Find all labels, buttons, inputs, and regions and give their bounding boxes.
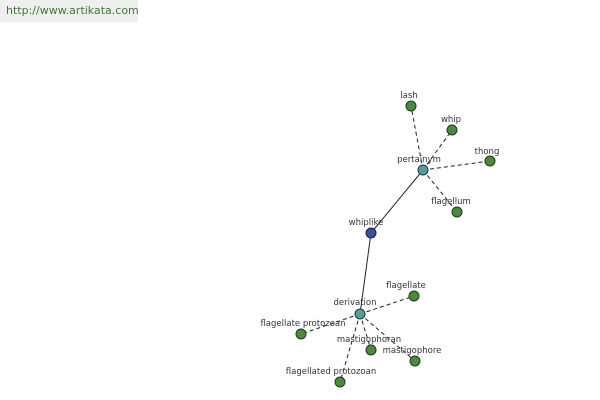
label-flagellated-protozoan: flagellated protozoan: [286, 367, 376, 377]
node-whiplike[interactable]: [365, 227, 377, 239]
label-whiplike: whiplike: [349, 218, 384, 228]
label-mastigophoran: mastigophoran: [337, 335, 401, 345]
site-link[interactable]: http://www.artikata.com: [6, 4, 139, 17]
nodes: [295, 100, 496, 388]
edge-derivation-mastigophore: [359, 313, 416, 362]
edge-pertainym-flagellum: [422, 169, 458, 213]
node-lash[interactable]: [405, 100, 417, 112]
label-flagellate-protozoan: flagellate protozoan: [260, 319, 345, 329]
edges: [300, 105, 491, 383]
label-lash: lash: [400, 91, 417, 101]
node-mastigophore[interactable]: [409, 355, 421, 367]
edge-derivation-flagellate-protozoan: [300, 313, 361, 335]
edge-pertainym-whip: [422, 129, 453, 171]
label-pertainym: pertainym: [397, 155, 441, 165]
node-derivation[interactable]: [354, 308, 366, 320]
label-mastigophore: mastigophore: [383, 346, 442, 356]
label-thong: thong: [475, 147, 500, 157]
edge-derivation-flagellate: [359, 295, 415, 315]
edge-pertainym-lash: [410, 105, 424, 171]
edge-derivation-flagellated-protozoan: [339, 313, 361, 383]
url-bar: http://www.artikata.com: [0, 0, 139, 22]
edge-whiplike-derivation: [359, 232, 372, 315]
label-flagellate: flagellate: [386, 281, 426, 291]
labels: whiplike pertainym derivation lash whip …: [260, 91, 499, 377]
node-flagellate-protozoan[interactable]: [295, 328, 307, 340]
node-thong[interactable]: [484, 155, 496, 167]
node-flagellated-protozoan[interactable]: [334, 376, 346, 388]
label-whip: whip: [441, 115, 461, 125]
label-derivation: derivation: [333, 298, 376, 308]
node-whip[interactable]: [446, 124, 458, 136]
edge-derivation-mastigophoran: [359, 313, 372, 351]
edge-whiplike-pertainym: [370, 169, 424, 234]
label-flagellum: flagellum: [431, 197, 471, 207]
node-pertainym[interactable]: [417, 164, 429, 176]
edge-pertainym-thong: [422, 160, 491, 171]
node-flagellum[interactable]: [451, 206, 463, 218]
node-mastigophoran[interactable]: [365, 344, 377, 356]
node-flagellate[interactable]: [408, 290, 420, 302]
